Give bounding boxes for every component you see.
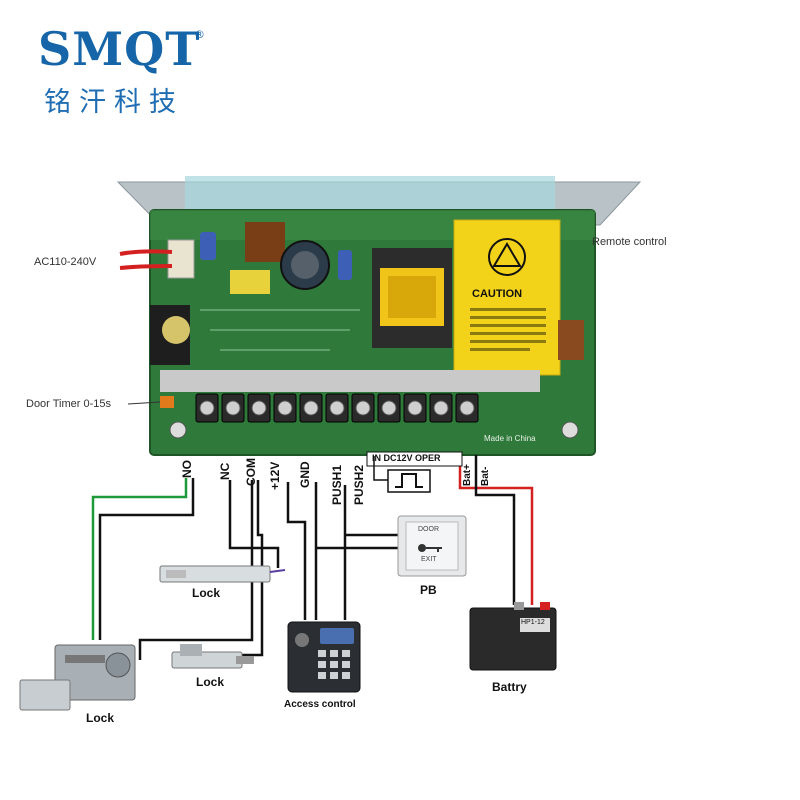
wire-12v (286, 482, 307, 620)
wire-com (236, 480, 264, 657)
terminal-label-bat-minus: Bat- (480, 466, 491, 486)
lock-magnetic-label: Lock (192, 586, 221, 600)
timer-knob (162, 316, 190, 344)
ac-wire-2 (119, 264, 173, 270)
push-button-text-top: DOOR (418, 526, 439, 533)
registered-mark: ® (194, 28, 205, 41)
battery-label: Battry (492, 680, 527, 694)
ac-wire-1 (119, 249, 173, 256)
brand-chinese-name: 铭汗科技 (44, 87, 184, 118)
remote-control-label: Remote control (592, 236, 667, 248)
brand-logo: SMQT ® 铭汗科技 (38, 22, 205, 118)
terminal-label-nc: NC (218, 462, 232, 480)
terminal-block-bg (160, 370, 540, 392)
terminal-label-push1: PUSH1 (330, 464, 344, 505)
terminal-label-no: NO (180, 460, 194, 478)
wire-no (98, 478, 195, 640)
battery-model-label: HP1-12 (521, 619, 545, 626)
access-control-keypad (287, 621, 361, 693)
push-button-label: PB (420, 583, 437, 597)
mount-hole-left (169, 421, 187, 439)
terminal-block (195, 393, 479, 423)
rim-lock (19, 644, 136, 711)
ac-input-label: AC110-240V (34, 256, 97, 268)
brand-name: SMQT (38, 22, 201, 76)
capacitor-blue-2 (338, 250, 352, 280)
mount-hole-right (561, 421, 579, 439)
door-timer-label: Door Timer 0-15s (26, 398, 111, 410)
capacitor-blue (200, 232, 216, 260)
terminal-screws (199, 400, 475, 416)
control-signal-label: IN DC12V OPER (372, 453, 441, 463)
terminal-label-com: COM (244, 458, 258, 486)
access-control-label: Access control (284, 699, 356, 710)
push-button-text-bottom: EXIT (421, 556, 437, 563)
capacitor-yellow (230, 270, 270, 294)
battery-device (469, 602, 557, 671)
pulse-icon (395, 473, 423, 488)
remote-connector (558, 320, 584, 360)
lock-electric-label: Lock (86, 711, 115, 725)
wire-com-2 (138, 480, 254, 660)
power-inlet (167, 239, 195, 279)
coil-brown (245, 222, 285, 262)
wire-bat-minus (474, 455, 516, 605)
signal-box (366, 451, 463, 467)
caution-label: CAUTION (472, 288, 523, 300)
lock-bolt-label: Lock (196, 675, 225, 689)
terminal-label-gnd: GND (298, 461, 312, 488)
push-button-device (397, 515, 467, 577)
bolt-lock (171, 644, 254, 669)
wire-no-green (91, 478, 188, 640)
wire-bat-plus (458, 455, 534, 605)
terminal-label-bat-plus: Bat+ (462, 464, 473, 486)
made-in-label: Made in China (484, 434, 536, 443)
magnetic-lock (159, 565, 286, 583)
wire-nc (228, 480, 280, 568)
door-timer-pot (160, 396, 174, 408)
terminal-label-12v: +12V (268, 461, 282, 490)
terminal-label-push2: PUSH2 (352, 464, 366, 505)
